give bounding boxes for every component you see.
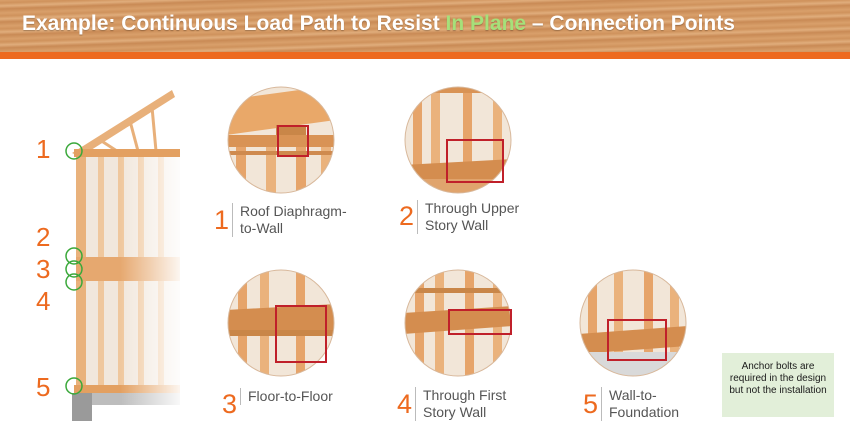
side-number-2: 2 <box>36 222 51 252</box>
anchor-bolt-note: Anchor bolts are required in the design … <box>722 353 834 417</box>
side-number-4: 4 <box>36 286 51 316</box>
highlight-box <box>275 305 327 363</box>
header-banner <box>0 0 850 52</box>
connection-label-5: Wall-to-Foundation <box>601 387 679 421</box>
connection-number-1: 1 <box>214 205 230 235</box>
connection-marker-1 <box>65 142 83 160</box>
connection-number-3: 3 <box>222 389 238 419</box>
connection-marker-4 <box>65 273 83 291</box>
connection-marker-3 <box>65 260 83 278</box>
highlight-box <box>607 319 667 361</box>
highlight-box <box>448 309 512 335</box>
connection-number-2: 2 <box>399 201 415 231</box>
connection-marker-2 <box>65 247 83 265</box>
title-highlight: In Plane <box>445 12 527 35</box>
detail-roof-to-wall <box>227 86 335 194</box>
connection-marker-5 <box>65 377 83 395</box>
connection-number-4: 4 <box>397 389 413 419</box>
highlight-box <box>277 125 309 157</box>
page-title: Example: Continuous Load Path to Resist … <box>22 12 735 35</box>
house-elevation-diagram <box>65 90 180 421</box>
connection-label-1: Roof Diaphragm-to-Wall <box>232 203 347 237</box>
detail-upper-story-wall <box>404 86 512 194</box>
side-number-1: 1 <box>36 134 51 164</box>
highlight-box <box>446 139 504 183</box>
connection-number-5: 5 <box>583 389 599 419</box>
detail-first-story-wall <box>404 269 512 377</box>
header-accent-bar <box>0 52 850 59</box>
side-number-5: 5 <box>36 372 51 402</box>
connection-label-3: Floor-to-Floor <box>240 388 333 405</box>
detail-wall-to-foundation <box>579 269 687 377</box>
side-number-3: 3 <box>36 254 51 284</box>
detail-floor-to-floor <box>227 269 335 377</box>
